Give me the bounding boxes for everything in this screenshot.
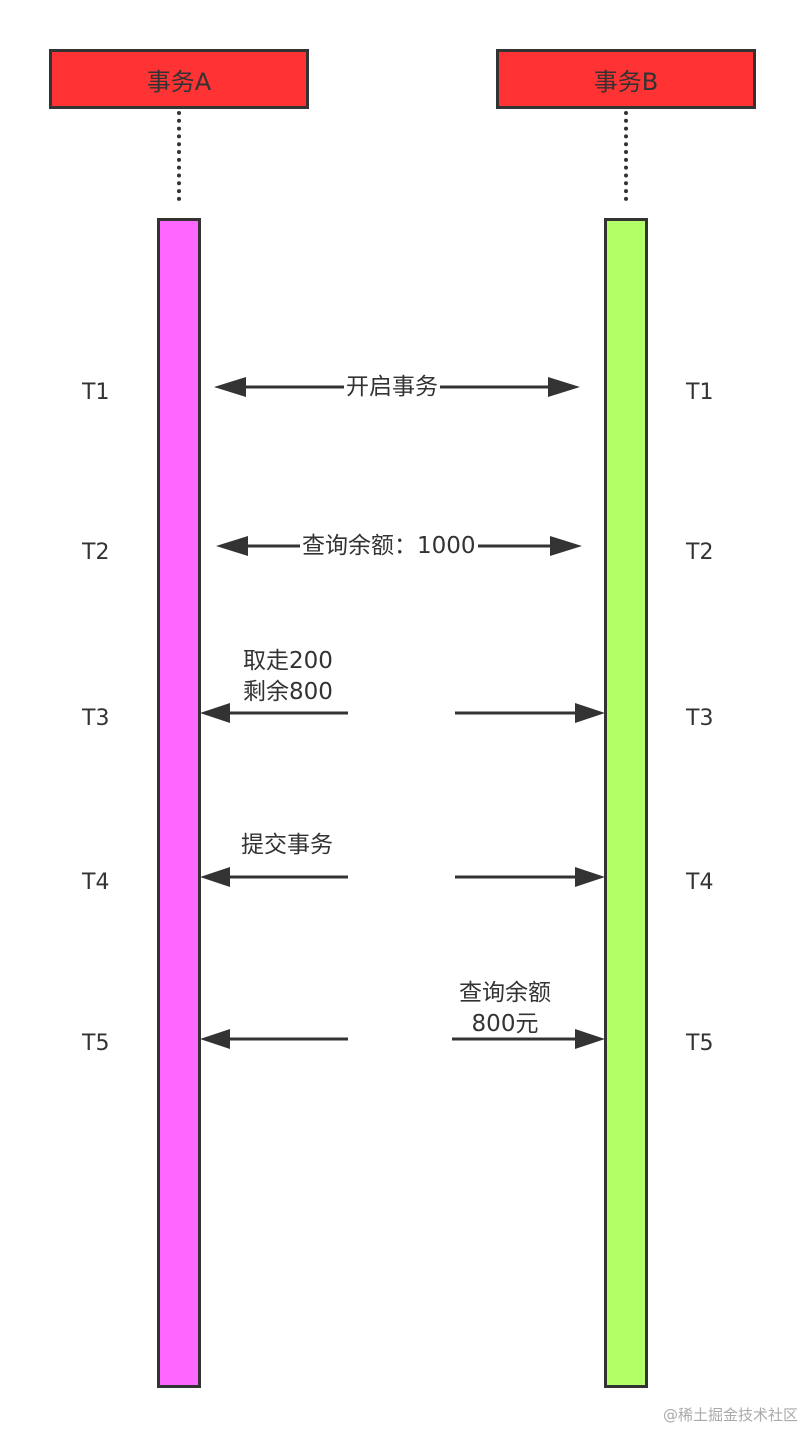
participant-b-lifeline	[604, 218, 648, 1388]
message-t5-line-1: 查询余额	[459, 980, 551, 1006]
arrow-t3-right-head	[575, 703, 605, 723]
message-t1-line: 开启事务	[346, 374, 438, 400]
message-t4: 提交事务	[241, 830, 333, 861]
participant-a-header: 事务A	[49, 49, 309, 109]
arrow-t4-right-head	[575, 867, 605, 887]
message-t3-line-1: 取走200	[243, 648, 333, 674]
time-label-left-t2: T2	[82, 540, 110, 565]
time-label-right-t1: T1	[686, 380, 714, 405]
message-t5: 查询余额 800元	[459, 978, 551, 1040]
participant-a-dotted-connector	[177, 111, 181, 201]
arrow-t4-left-head	[200, 867, 230, 887]
arrow-t1-head-left	[214, 377, 246, 397]
message-t3: 取走200 剩余800	[243, 646, 333, 708]
message-t4-line: 提交事务	[241, 832, 333, 858]
time-label-left-t4: T4	[82, 870, 110, 895]
time-label-left-t3: T3	[82, 706, 110, 731]
message-t3-line-2: 剩余800	[243, 679, 333, 705]
participant-a-lifeline	[157, 218, 201, 1388]
time-label-right-t5: T5	[686, 1031, 714, 1056]
watermark: @稀土掘金技术社区	[662, 1406, 798, 1424]
message-t1: 开启事务	[344, 372, 440, 403]
time-label-left-t1: T1	[82, 380, 110, 405]
time-label-right-t4: T4	[686, 870, 714, 895]
message-t2-line: 查询余额：1000	[302, 533, 476, 559]
arrow-t5-right-head	[575, 1029, 605, 1049]
arrow-t5-left-head	[200, 1029, 230, 1049]
message-t2: 查询余额：1000	[300, 531, 478, 562]
time-label-right-t2: T2	[686, 540, 714, 565]
arrow-t2-head-right	[550, 536, 582, 556]
time-label-right-t3: T3	[686, 706, 714, 731]
arrow-t1-head-right	[548, 377, 580, 397]
participant-b-header: 事务B	[496, 49, 756, 109]
participant-a-label: 事务A	[146, 67, 212, 96]
time-label-left-t5: T5	[82, 1031, 110, 1056]
message-t5-line-2: 800元	[471, 1011, 539, 1037]
arrow-t2-head-left	[216, 536, 248, 556]
participant-b-label: 事务B	[593, 67, 659, 96]
participant-b-dotted-connector	[624, 111, 628, 201]
arrow-t3-left-head	[200, 703, 230, 723]
